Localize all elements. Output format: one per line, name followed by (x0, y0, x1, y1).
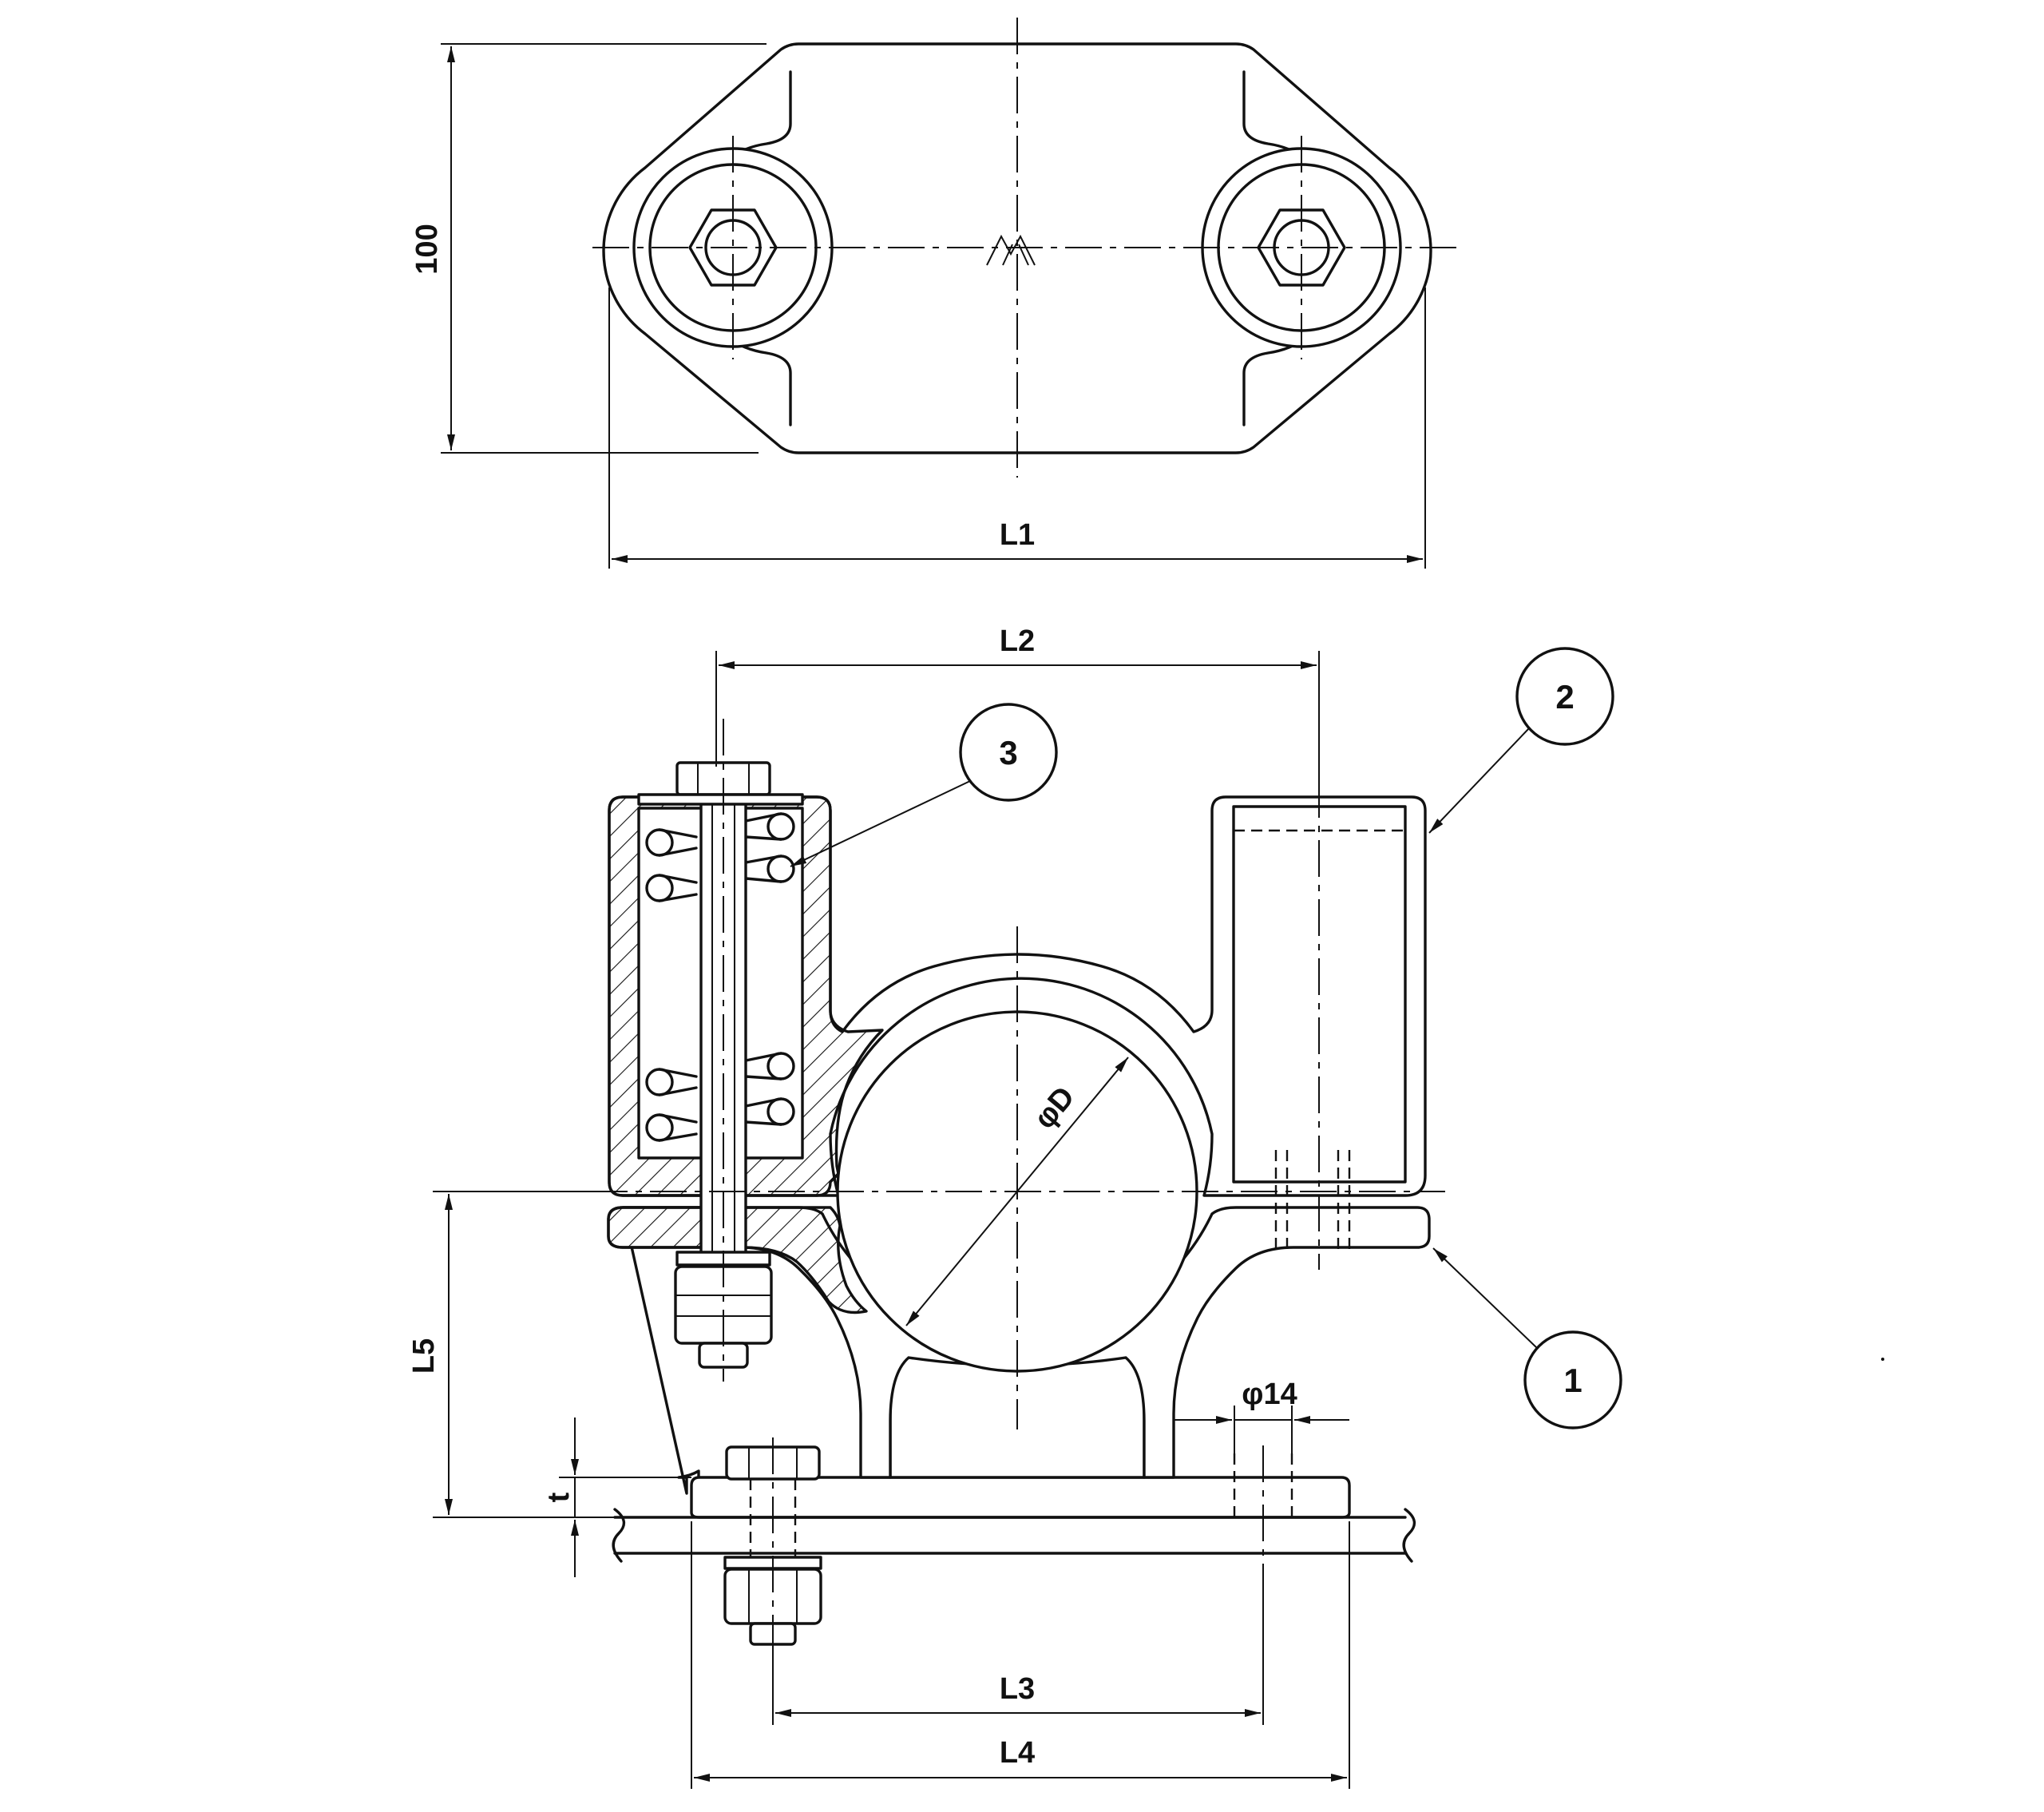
top-view-contour-right (1242, 70, 1309, 161)
callout-2-leader (1428, 728, 1530, 834)
mounting-structure (613, 1516, 1407, 1555)
manufacturer-logo (986, 234, 1036, 266)
lower-saddle-hatched-flange (607, 1206, 868, 1314)
base-foot-plate (690, 1476, 1351, 1519)
stray-dot (1881, 1358, 1884, 1361)
callout-3-leader (790, 780, 971, 867)
top-view-contour-right-b (1242, 335, 1309, 426)
callout-1-circle (1523, 1330, 1622, 1429)
dim-hole-label: φ14 (1242, 1378, 1297, 1411)
callout-3-label: 3 (999, 734, 1017, 771)
top-view: 100 L1 (410, 18, 1463, 569)
top-view-contour-left (725, 70, 792, 161)
top-view-outline (602, 42, 1432, 454)
spring-washer-top (637, 793, 804, 806)
dim-l4-label: L4 (1000, 1736, 1035, 1770)
dim-bore-line (905, 1057, 1129, 1326)
dim-100-label: 100 (410, 224, 444, 274)
dim-l2-label: L2 (1000, 624, 1035, 658)
callout-3-circle (959, 703, 1058, 802)
callout-1-leader (1432, 1247, 1538, 1349)
callout-2-label: 2 (1555, 678, 1574, 716)
callout-2-circle (1515, 647, 1614, 746)
dim-l3-label: L3 (1000, 1672, 1035, 1706)
front-view: φD L2 L5 t φ14 L3 L4 (407, 624, 1622, 1789)
top-view-contour-left-b (725, 335, 792, 426)
spring-coils (645, 812, 795, 1142)
dim-l5-label: L5 (407, 1338, 441, 1374)
dim-l1-label: L1 (1000, 518, 1035, 552)
callout-1-label: 1 (1563, 1362, 1582, 1399)
dim-t-label: t (542, 1492, 576, 1502)
